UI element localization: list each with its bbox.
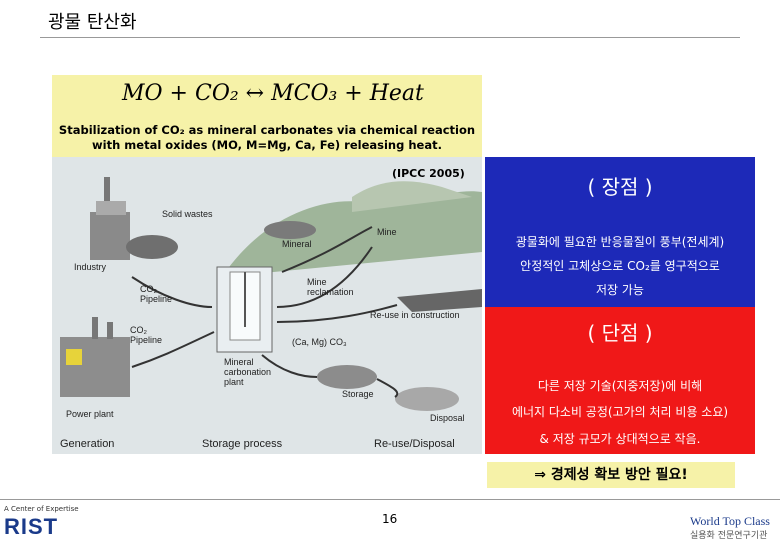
arrow-mine-reclamation	[276, 246, 373, 308]
conclusion-banner: ⇒ 경제성 확보 방안 필요!	[487, 462, 735, 488]
equation-caption: Stabilization of CO₂ as mineral carbonat…	[52, 123, 482, 153]
label-mine: Mine	[377, 227, 397, 237]
storage-pile	[317, 365, 377, 389]
label-power-plant: Power plant	[66, 409, 114, 419]
label-carbonates: (Ca, Mg) CO₃	[292, 337, 347, 347]
disadvantages-heading: ( 단점 )	[587, 321, 653, 345]
arrow-reuse	[276, 304, 398, 323]
stage-generation: Generation	[60, 438, 115, 450]
arrow-mineral	[281, 226, 373, 273]
advantage-line-2: 안정적인 고체상으로 CO₂를 영구적으로	[520, 259, 720, 273]
label-disposal: Disposal	[430, 413, 465, 423]
equation-caption-line2: with metal oxides (MO, M=Mg, Ca, Fe) rel…	[92, 138, 442, 152]
label-co2-pipeline-top: CO₂ Pipeline	[140, 284, 173, 304]
label-solid-wastes: Solid wastes	[162, 209, 213, 219]
label-mineral: Mineral	[282, 239, 312, 249]
arrow-disposal	[376, 378, 399, 398]
label-storage: Storage	[342, 389, 374, 399]
world-top-class-logo: World Top Class	[690, 514, 770, 528]
stage-reuse-disposal: Re-use/Disposal	[374, 438, 455, 450]
arrow-storage	[261, 354, 318, 378]
equation-box: MO + CO₂ ↔ MCO₃ + Heat Stabilization of …	[52, 75, 482, 157]
construction-road	[397, 289, 482, 312]
disposal-site	[395, 387, 459, 411]
title-divider	[40, 37, 740, 38]
advantages-box: ( 장점 ) 광물화에 필요한 반응물질이 풍부(전세계) 안정적인 고체상으로…	[485, 157, 755, 307]
industry-building	[90, 212, 130, 260]
rist-tagline: A Center of Expertise	[4, 505, 79, 513]
reaction-equation: MO + CO₂ ↔ MCO₃ + Heat	[122, 81, 424, 106]
page-title: 광물 탄산화	[48, 12, 137, 33]
world-top-class-subtitle: 실용화 전문연구기관	[690, 531, 768, 541]
diagram-illustration	[60, 177, 482, 411]
footer-divider	[0, 499, 780, 500]
rist-logo: RIST	[4, 514, 59, 539]
arrow-industry-waste	[131, 276, 213, 308]
label-co2-pipeline-bottom: CO₂ Pipeline	[130, 325, 163, 345]
advantage-line-3: 저장 가능	[596, 283, 644, 297]
advantages-heading: ( 장점 )	[587, 175, 653, 199]
power-plant-building	[60, 337, 130, 397]
mineral-rocks	[264, 221, 316, 239]
disadvantage-line-1: 다른 저장 기술(지중저장)에 비해	[537, 379, 703, 393]
page-number: 16	[382, 512, 398, 526]
label-carbonation-plant: Mineral carbonation plant	[224, 357, 272, 387]
stage-storage-process: Storage process	[202, 438, 283, 450]
disadvantage-line-2: 에너지 다소비 공정(고가의 처리 비용 소요)	[511, 405, 729, 419]
equation-caption-line1: Stabilization of CO₂ as mineral carbonat…	[58, 123, 476, 137]
label-reuse-construction: Re-use in construction	[370, 310, 460, 320]
disadvantages-box: ( 단점 ) 다른 저장 기술(지중저장)에 비해 에너지 다소비 공정(고가의…	[485, 307, 755, 454]
disadvantage-line-3: & 저장 규모가 상대적으로 작음.	[539, 432, 701, 446]
label-industry: Industry	[74, 262, 107, 272]
solid-wastes-pile	[126, 235, 178, 259]
advantage-line-1: 광물화에 필요한 반응물질이 풍부(전세계)	[515, 235, 725, 249]
mineral-carbonation-diagram: (IPCC 2005) Solid wastes Industry Minera…	[52, 157, 482, 454]
label-mine-reclamation: Mine reclamation	[307, 277, 354, 297]
hills-illustration	[222, 191, 482, 277]
arrow-power-co2	[131, 331, 215, 368]
ipcc-source: (IPCC 2005)	[392, 167, 465, 180]
